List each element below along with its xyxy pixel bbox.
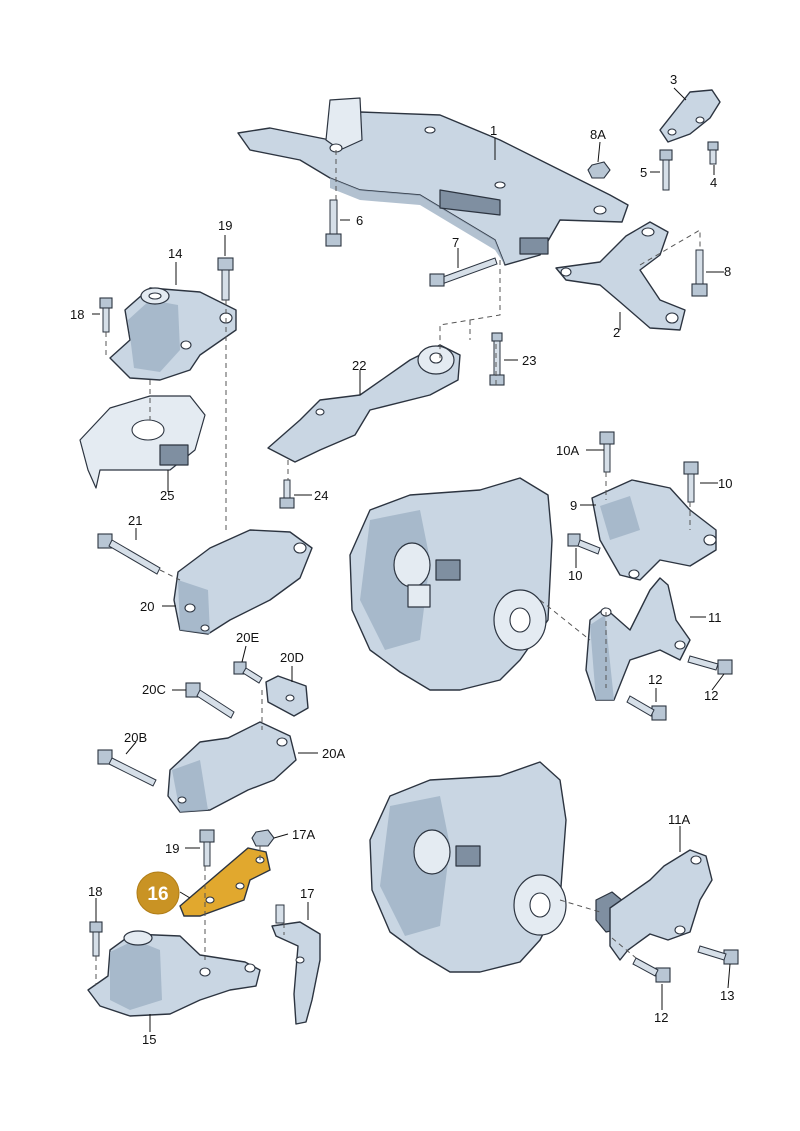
label-9: 9 (570, 498, 577, 513)
label-11a: 11A (668, 812, 690, 827)
label-10-left: 10 (568, 568, 582, 583)
label-20b: 20B (124, 730, 147, 745)
label-20: 20 (140, 599, 154, 614)
label-14: 14 (168, 246, 182, 261)
label-12-mid: 12 (648, 672, 662, 687)
label-17a: 17A (292, 827, 315, 842)
label-8: 8 (724, 264, 731, 279)
label-20e: 20E (236, 630, 259, 645)
torque-rod-22 (267, 344, 461, 463)
bolts (89, 141, 739, 983)
badge-label: 16 (147, 884, 168, 905)
bracket-20a (167, 721, 297, 813)
label-5: 5 (640, 165, 647, 180)
engine-mount-14 (109, 287, 237, 381)
label-22: 22 (352, 358, 366, 373)
label-20a: 20A (322, 746, 345, 761)
label-25: 25 (160, 488, 174, 503)
label-12-bottom: 12 (654, 1010, 668, 1025)
label-7: 7 (452, 235, 459, 250)
label-20c: 20C (142, 682, 166, 697)
label-3: 3 (670, 72, 677, 87)
label-19-bottom: 19 (165, 841, 179, 856)
transmission-upper (349, 477, 553, 691)
label-8a: 8A (590, 127, 606, 142)
label-10-right: 10 (718, 476, 732, 491)
label-12-right: 12 (704, 688, 718, 703)
bracket-11 (585, 577, 691, 701)
plate-16-highlighted[interactable] (179, 847, 271, 917)
bracket-11a (595, 849, 713, 961)
bracket-20d (265, 675, 309, 717)
label-11: 11 (708, 610, 722, 625)
assembly-lines (95, 150, 701, 985)
label-20d: 20D (280, 650, 304, 665)
label-4: 4 (710, 175, 717, 190)
gearbox-mount-9 (591, 479, 717, 581)
label-17: 17 (300, 886, 314, 901)
label-19-top: 19 (218, 218, 232, 233)
bracket-3 (659, 89, 721, 143)
subframe-1 (237, 97, 629, 266)
label-18-bottom: 18 (88, 884, 102, 899)
control-arm-2 (555, 221, 686, 331)
label-1: 1 (490, 123, 497, 138)
label-10a: 10A (556, 443, 579, 458)
heat-shield-25 (79, 395, 206, 489)
part-labels: 1 2 3 4 5 6 7 8 8A 10 10 10A 9 11 11A 12… (70, 72, 734, 1047)
engine-mount-15 (87, 930, 261, 1017)
label-23: 23 (522, 353, 536, 368)
badge-circle (136, 871, 180, 915)
bracket-20 (173, 529, 313, 635)
label-2: 2 (613, 325, 620, 340)
label-18-top: 18 (70, 307, 84, 322)
bracket-17 (271, 921, 321, 1025)
label-6: 6 (356, 213, 363, 228)
label-24: 24 (314, 488, 328, 503)
transmission-lower (369, 761, 567, 973)
label-13: 13 (720, 988, 734, 1003)
label-15: 15 (142, 1032, 156, 1047)
callout-badge-16[interactable]: 16 (136, 871, 180, 915)
leader-lines (92, 87, 731, 1032)
label-21: 21 (128, 513, 142, 528)
